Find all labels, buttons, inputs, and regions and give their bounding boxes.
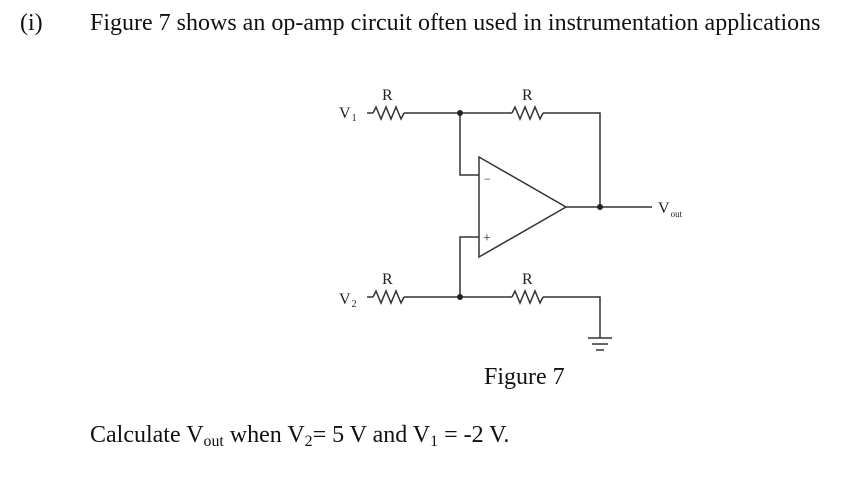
calc-middle-a: when V: [223, 422, 305, 448]
calc-middle-b: = 5 V and V: [312, 422, 431, 448]
op-amp-triangle: [478, 155, 568, 259]
wire-to-ground: [543, 296, 601, 338]
label-vout: Vout: [658, 200, 683, 219]
label-r-v1: R: [382, 87, 393, 104]
resistor-r-v1: [372, 105, 405, 121]
calc-vout-sub: out: [203, 432, 224, 450]
wire-node-to-noninverting-input: [459, 236, 479, 297]
label-v1: V1: [339, 105, 357, 124]
calc-suffix: = -2 V.: [438, 422, 510, 448]
resistor-r-feedback: [511, 105, 544, 121]
label-r-feedback: R: [522, 87, 533, 104]
calc-prefix: Calculate V: [90, 422, 204, 448]
wire-node-to-inverting-input: [459, 113, 479, 176]
calc-v2-sub: 2: [304, 432, 313, 450]
label-v2: V2: [339, 291, 357, 310]
inverting-input-symbol: −: [484, 172, 491, 186]
label-r-ground: R: [522, 271, 533, 288]
question-text: Figure 7 shows an op-amp circuit often u…: [90, 10, 821, 36]
feedback-wire: [543, 112, 601, 207]
node-top: [457, 110, 463, 116]
resistor-r-ground: [511, 289, 544, 305]
node-output: [597, 204, 603, 210]
resistor-r-v2: [372, 289, 405, 305]
ground-symbol: [588, 337, 612, 351]
calculation-prompt: Calculate Vout when V2= 5 V and V1 = -2 …: [90, 422, 509, 449]
noninverting-input-symbol: +: [483, 231, 491, 246]
label-r-v2: R: [382, 271, 393, 288]
figure-caption: Figure 7: [484, 364, 565, 390]
question-number: (i): [20, 10, 43, 36]
node-bottom: [457, 294, 463, 300]
calc-v1-sub: 1: [430, 432, 439, 450]
